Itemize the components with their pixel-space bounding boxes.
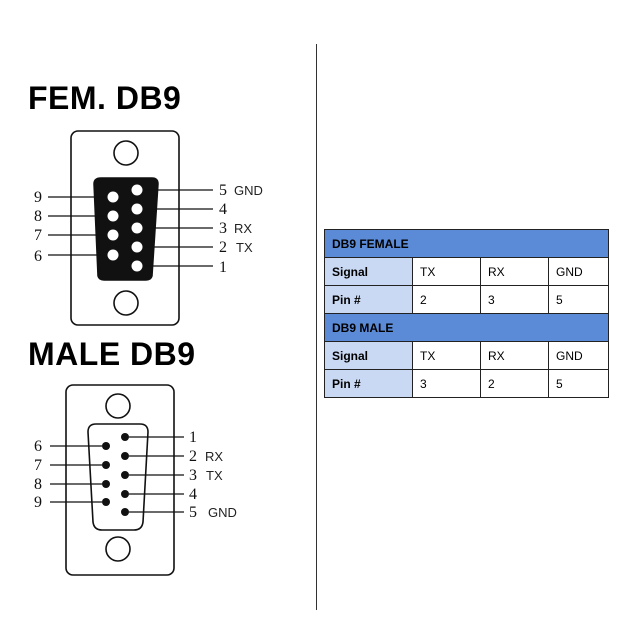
table-cell: GND <box>548 257 609 286</box>
female-pin-number: 7 <box>34 227 42 244</box>
female-pin-hole <box>107 210 119 222</box>
male-shell <box>65 384 175 576</box>
male-signal-rx: RX <box>205 449 223 464</box>
table-cell: TX <box>412 257 481 286</box>
female-pin-number: 8 <box>34 208 42 225</box>
male-pin-number: 4 <box>189 486 197 503</box>
male-mount-hole-bottom <box>105 536 131 562</box>
male-pin <box>102 461 110 469</box>
female-pin-number: 5 <box>219 182 227 199</box>
table-row: Signal TX RX GND <box>324 341 609 370</box>
table-cell: 2 <box>412 285 481 314</box>
table-row: DB9 MALE <box>324 313 609 342</box>
male-pin <box>102 442 110 450</box>
male-pin-number: 2 <box>189 448 197 465</box>
table-row: Pin # 3 2 5 <box>324 369 609 398</box>
row-label-pin: Pin # <box>324 369 413 398</box>
table-row: DB9 FEMALE <box>324 229 609 258</box>
female-pin-number: 4 <box>219 201 227 218</box>
male-header: DB9 MALE <box>324 313 609 342</box>
male-pin <box>121 490 129 498</box>
female-connector-drawing: 9 8 7 6 5 4 3 2 1 GND RX TX <box>34 130 263 326</box>
female-header: DB9 FEMALE <box>324 229 609 258</box>
male-connector-drawing: 6 7 8 9 1 2 3 4 5 RX TX GND <box>34 384 237 576</box>
male-pin <box>121 452 129 460</box>
male-mount-hole-top <box>105 393 131 419</box>
table-cell: GND <box>548 341 609 370</box>
table-cell: TX <box>412 341 481 370</box>
female-pin-number: 3 <box>219 220 227 237</box>
male-pin-number: 7 <box>34 457 42 474</box>
female-pin-hole <box>131 203 143 215</box>
table-cell: 3 <box>412 369 481 398</box>
male-db9-title: MALE DB9 <box>28 336 196 372</box>
female-signal-tx: TX <box>236 240 253 255</box>
female-socket-body <box>93 177 159 281</box>
table-cell: RX <box>480 341 549 370</box>
female-pin-hole <box>107 191 119 203</box>
female-pin-number: 9 <box>34 189 42 206</box>
table-cell: 5 <box>548 285 609 314</box>
male-pin-number: 9 <box>34 494 42 511</box>
female-pin-hole <box>131 260 143 272</box>
male-pin <box>102 498 110 506</box>
male-signal-tx: TX <box>206 468 223 483</box>
table-cell: 3 <box>480 285 549 314</box>
male-pin-number: 5 <box>189 504 197 521</box>
male-pin-number: 6 <box>34 438 42 455</box>
row-label-pin: Pin # <box>324 285 413 314</box>
row-label-signal: Signal <box>324 257 413 286</box>
female-mount-hole-top <box>113 140 139 166</box>
female-pin-hole <box>131 222 143 234</box>
db9-diagrams: 9 8 7 6 5 4 3 2 1 GND RX TX <box>34 130 263 576</box>
female-pin-number: 1 <box>219 259 227 276</box>
row-label-signal: Signal <box>324 341 413 370</box>
male-pin-number: 1 <box>189 429 197 446</box>
female-pin-hole <box>131 241 143 253</box>
divider-line <box>316 44 317 610</box>
male-pin-number: 8 <box>34 476 42 493</box>
female-pin-number: 2 <box>219 239 227 256</box>
female-pin-hole <box>107 229 119 241</box>
male-pin <box>102 480 110 488</box>
table-cell: 5 <box>548 369 609 398</box>
female-pin-hole <box>131 184 143 196</box>
male-plug-body <box>87 423 149 531</box>
female-pin-hole <box>107 249 119 261</box>
table-cell: 2 <box>480 369 549 398</box>
table-cell: RX <box>480 257 549 286</box>
female-signal-gnd: GND <box>234 183 263 198</box>
pinout-table: DB9 FEMALE Signal TX RX GND Pin # 2 3 5 … <box>324 229 609 398</box>
female-pin-number: 6 <box>34 248 42 265</box>
table-row: Signal TX RX GND <box>324 257 609 286</box>
male-pin <box>121 471 129 479</box>
male-pin <box>121 508 129 516</box>
female-db9-title: FEM. DB9 <box>28 80 182 116</box>
male-pin <box>121 433 129 441</box>
male-pin-number: 3 <box>189 467 197 484</box>
table-row: Pin # 2 3 5 <box>324 285 609 314</box>
male-signal-gnd: GND <box>208 505 237 520</box>
female-mount-hole-bottom <box>113 290 139 316</box>
female-signal-rx: RX <box>234 221 252 236</box>
